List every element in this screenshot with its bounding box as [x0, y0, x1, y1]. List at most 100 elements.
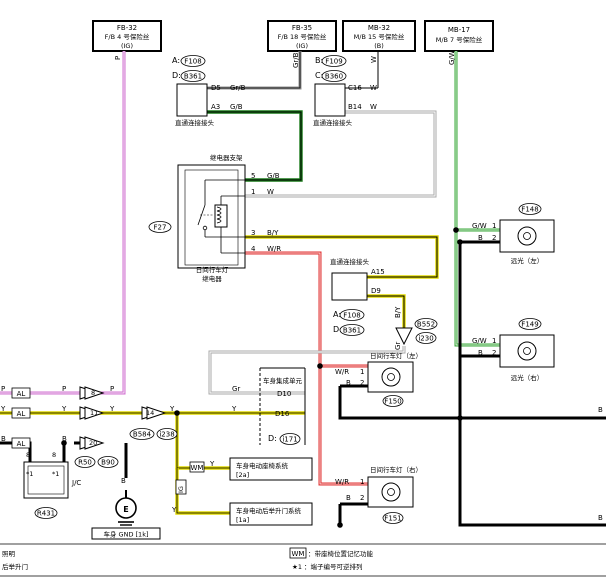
wire-label-p-left2: P	[62, 385, 66, 393]
relay-daytime-running: 继电器支架 日间行车灯 继电器 F27	[148, 153, 246, 283]
hl-left-pin-2: 2	[492, 234, 496, 242]
direct-connector-right: 直通连接接头	[313, 83, 353, 127]
conn-right-c-prefix: C:	[315, 71, 323, 80]
relay-pin-1: 1	[251, 188, 255, 196]
wire-label-y-mid: Y	[231, 405, 237, 413]
ground-wire-b: B	[121, 477, 126, 485]
headlight-left: F148 远光（左） G/W 1 B 2	[472, 203, 555, 265]
conn-r50: R50	[78, 459, 92, 467]
fuse-fb35-name: F/B 18 号保险丝	[278, 32, 327, 41]
hl-right-wire-b: B	[478, 349, 483, 357]
connector-tags: A: F108 D: B361 B: F109 C: B360 A: F108 …	[172, 55, 365, 336]
dl-right-pin-2: 2	[360, 494, 364, 502]
conn-r431: R431	[37, 510, 55, 518]
fuse-fb35-code: FB-35	[292, 24, 312, 32]
wire-y-branch1	[175, 413, 230, 470]
wire-label-y-left3: Y	[109, 405, 115, 413]
dl-left-wire-wr: W/R	[335, 368, 349, 376]
conn-i238: i238	[159, 431, 174, 439]
fuse-mb17-code: MB-17	[448, 26, 470, 34]
conn-mid-a-prefix: A:	[333, 310, 341, 319]
pin-20: 20	[89, 439, 97, 447]
left-note-1: 照明	[2, 550, 16, 558]
wire-y-branch1-core	[176, 413, 230, 469]
junction-connector: J/C *1 *1 8 8 R431	[23, 451, 81, 519]
wire-by	[245, 235, 439, 279]
junction-wr	[317, 363, 323, 369]
wire-label-b-right-2: B	[598, 514, 603, 522]
dl-left: 日间行车灯（左） F150 W/R 1 B 2	[335, 351, 422, 407]
dl-right-wire-wr: W/R	[335, 478, 349, 486]
fuse-fb35: FB-35 F/B 18 号保险丝 (IG)	[267, 20, 337, 52]
ig-tag: IG	[177, 486, 185, 493]
dl-left-label: 日间行车灯（左）	[370, 351, 422, 360]
dl-right: 日间行车灯（右） F151 W/R 1 B 2	[335, 465, 422, 524]
wire-by-d9-core	[367, 295, 405, 328]
direct-connector-mid: 直通连接接头	[330, 257, 370, 301]
conn-mid-d-prefix: D:	[333, 325, 342, 334]
hl-left-wire-b: B	[478, 234, 483, 242]
wire-label-b-right-1: B	[598, 406, 603, 414]
conn-f150: F150	[384, 398, 401, 406]
conn-b584: B584	[133, 431, 152, 439]
conn-b90: B90	[101, 459, 115, 467]
seat-system-label: 车身电动座椅系统	[236, 461, 289, 470]
conn-right-b-prefix: B:	[315, 56, 323, 65]
fuse-fb32-note: (IG)	[121, 42, 133, 50]
dl-left-pin-2: 2	[360, 379, 364, 387]
fuse-mb32-note: (B)	[374, 42, 384, 50]
relay-bracket-label: 继电器支架	[210, 153, 243, 162]
conn-mid-a-code: F108	[343, 312, 360, 320]
wire-label-by-relay: B/Y	[267, 229, 279, 237]
ground-point: R50 B90 B E 车身 GND [1k]	[74, 456, 161, 540]
al-tag-3: AL	[17, 440, 26, 448]
wire-label-gw-vert: G/W	[448, 50, 456, 65]
headlight-right: F149 远光（右） G/W 1 B 2	[472, 318, 555, 382]
top-pin-labels: D5 Gr/B A3 G/B C16 W B14 W P Gr/B W G/W	[114, 50, 456, 111]
conn-right-b-code: F109	[325, 58, 342, 66]
conn-i171: i171	[282, 436, 297, 444]
legend-wm-text: ：带座椅位置记忆功能	[308, 549, 374, 558]
dl-left-pin-1: 1	[360, 368, 364, 376]
jc-star-1: *1	[26, 470, 33, 478]
conn-b552: B552	[417, 321, 435, 329]
fuse-fb32-code: FB-32	[117, 24, 137, 32]
wire-label-w-b14: W	[370, 103, 377, 111]
wm-tag: WM	[191, 464, 204, 472]
fuse-mb17: MB-17 M/B 7 号保险丝	[424, 20, 494, 52]
dl-left-wire-b: B	[346, 379, 351, 387]
pin-d9: D9	[371, 287, 381, 295]
system-seat: WM Y 车身电动座椅系统 [2a]	[189, 457, 313, 481]
pin-c16: C16	[348, 84, 362, 92]
body-module-label: 车身集成单元	[263, 376, 303, 385]
wire-label-w-relay: W	[267, 188, 274, 196]
conn-right-c-code: B360	[325, 73, 343, 81]
conn-d-prefix: D:	[268, 434, 277, 443]
relay-pin-3: 3	[251, 229, 255, 237]
wire-gw	[454, 51, 500, 347]
wire-label-y-left: Y	[0, 405, 6, 413]
direct-connector-left: 直通连接接头	[175, 83, 215, 127]
hl-left-pin-1: 1	[492, 222, 496, 230]
wire-label-p-left3: P	[110, 385, 114, 393]
fuse-mb17-name: M/B 7 号保险丝	[436, 35, 483, 44]
pin-a15: A15	[371, 268, 385, 276]
dl-right-wire-b: B	[346, 494, 351, 502]
wire-label-w-c16: W	[370, 84, 377, 92]
wire-label-b-left2: B	[62, 435, 67, 443]
wire-b-bus-right	[458, 242, 606, 527]
conn-f149: F149	[521, 321, 538, 329]
conn-left-a-code: F108	[184, 58, 201, 66]
direct-connector-right-label: 直通连接接头	[313, 118, 353, 127]
relay-name-1: 日间行车灯	[196, 265, 229, 274]
wire-label-y-tailgate: Y	[171, 506, 177, 514]
pin-14: 14	[146, 409, 154, 417]
wire-label-gb-relay: G/B	[267, 172, 280, 180]
wire-label-gr: Gr	[232, 385, 240, 393]
al-tag-2: AL	[17, 410, 26, 418]
wire-gr-core	[209, 346, 405, 394]
wire-b-dl-right	[338, 502, 368, 525]
conn-i230: i230	[418, 335, 433, 343]
fuse-mb32-code: MB-32	[368, 24, 390, 32]
